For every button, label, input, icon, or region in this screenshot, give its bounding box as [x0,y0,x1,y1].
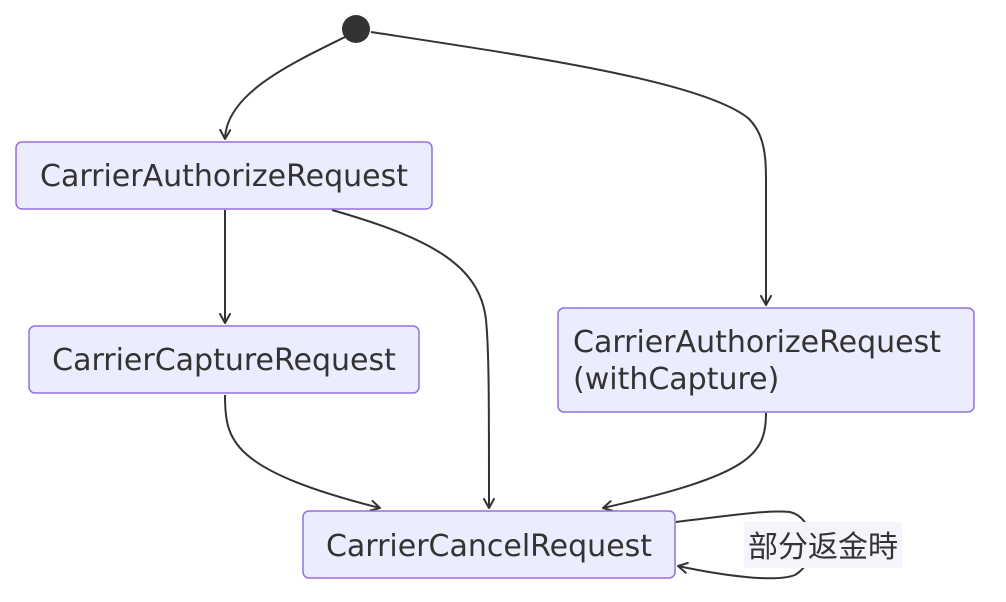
edge-label-background [744,522,902,568]
edge-authorize-to-cancel [331,209,495,509]
edge-start-to-authorize-with-capture [370,31,772,306]
state-box [15,141,433,210]
edge-label-partial-refund: 部分返金時 [744,522,902,568]
state-label: CarrierCancelRequest [326,529,652,564]
state-label-line-2: (withCapture) [573,362,779,397]
state-label-line-1: CarrierAuthorizeRequest [573,325,941,360]
state-box [557,307,975,413]
state-box [28,325,420,394]
edge-start-to-authorize [219,36,346,140]
state-carrier-capture-request: CarrierCaptureRequest [28,325,420,394]
edge-authorize-with-capture-to-cancel [602,412,767,512]
state-label: CarrierCaptureRequest [52,343,396,378]
edge-capture-to-cancel [224,394,381,512]
edge-label-text: 部分返金時 [748,530,898,565]
state-carrier-authorize-request-with-capture: CarrierAuthorizeRequest (withCapture) [557,307,975,413]
start-state [342,15,370,43]
state-carrier-cancel-request: CarrierCancelRequest [302,510,676,579]
state-box [302,510,676,579]
state-label: CarrierAuthorizeRequest [40,159,408,194]
state-carrier-authorize-request: CarrierAuthorizeRequest [15,141,433,210]
